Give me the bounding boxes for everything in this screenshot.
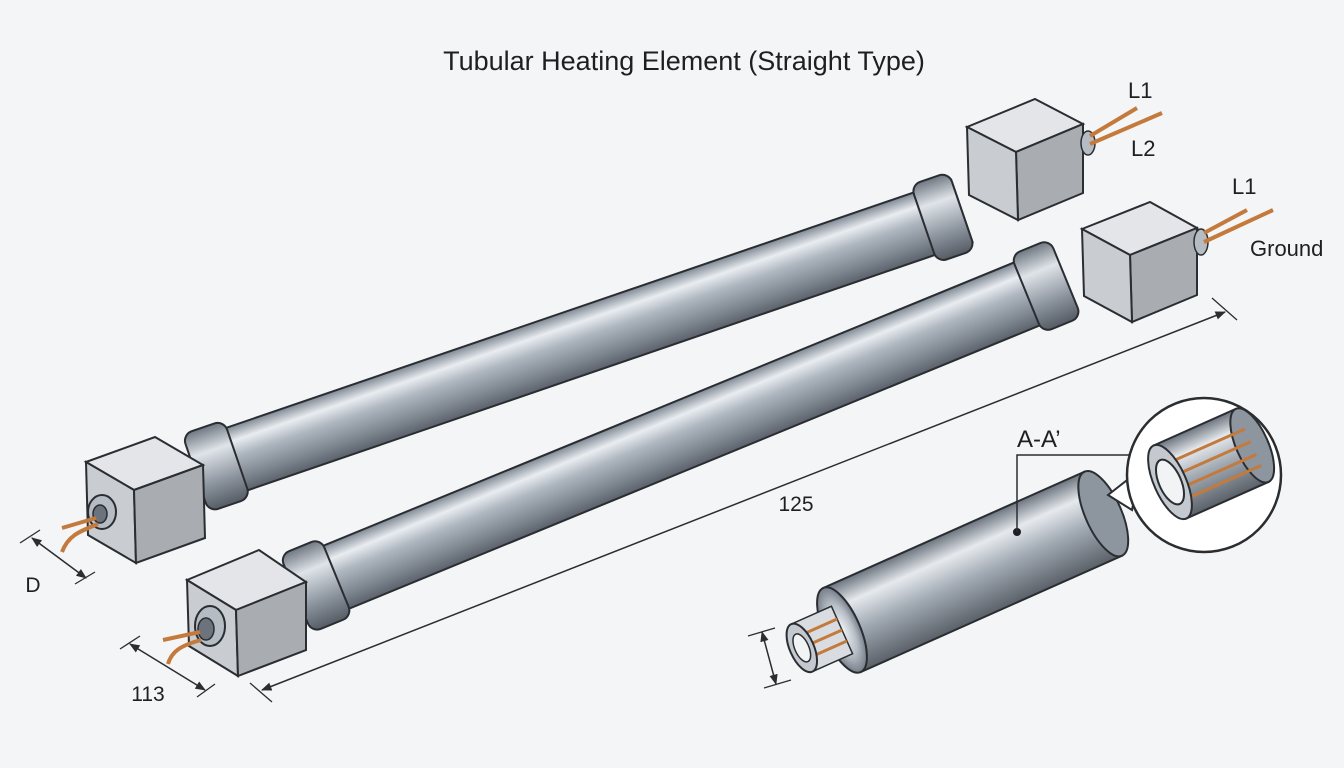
- length-extension-line: [249, 682, 273, 703]
- upper-right-wire: [1089, 111, 1163, 146]
- diameter-dimension-line: [31, 537, 87, 579]
- length-dimension-label: 125: [778, 493, 813, 516]
- upper-right-collar: [912, 173, 974, 261]
- upper-left-nut: [87, 494, 117, 530]
- cylinder-diameter-extension-line: [747, 627, 776, 637]
- section-label: A-A’: [1017, 426, 1061, 453]
- cylinder-diameter-extension-line: [763, 679, 792, 689]
- magnified-detail: [1106, 396, 1283, 554]
- diameter-extension-line: [19, 529, 41, 544]
- cylinder-diameter-dimension-line: [760, 630, 778, 686]
- lower-left-wire: [162, 630, 201, 642]
- upper-right-terminal-block: [964, 97, 1086, 222]
- upper-terminal-label-l2: L2: [1131, 136, 1155, 161]
- lower-left-nut: [194, 605, 226, 647]
- lower-right-wire: [1203, 208, 1248, 235]
- upper-terminal-label-l1: L1: [1128, 78, 1152, 103]
- length-extension-line: [1211, 297, 1238, 321]
- width-dimension-line: [129, 643, 206, 691]
- diameter-extension-line: [74, 571, 96, 585]
- width-dimension-label: 113: [131, 683, 164, 706]
- width-extension-line: [119, 635, 141, 650]
- upper-left-wire: [61, 516, 97, 530]
- lower-right-wire: [1203, 208, 1274, 244]
- diameter-dimension-label: D: [25, 574, 40, 597]
- lower-terminal-label-l1: L1: [1232, 174, 1256, 199]
- diagram-title: Tubular Heating Element (Straight Type): [443, 46, 925, 76]
- width-extension-line: [196, 683, 216, 698]
- lower-right-terminal-block: [1079, 200, 1200, 324]
- lower-terminal-label-ground: Ground: [1250, 236, 1323, 261]
- section-cutaway-cylinder: [785, 470, 1130, 674]
- length-dimension-line: [261, 311, 1226, 691]
- upper-right-wire: [1088, 106, 1139, 138]
